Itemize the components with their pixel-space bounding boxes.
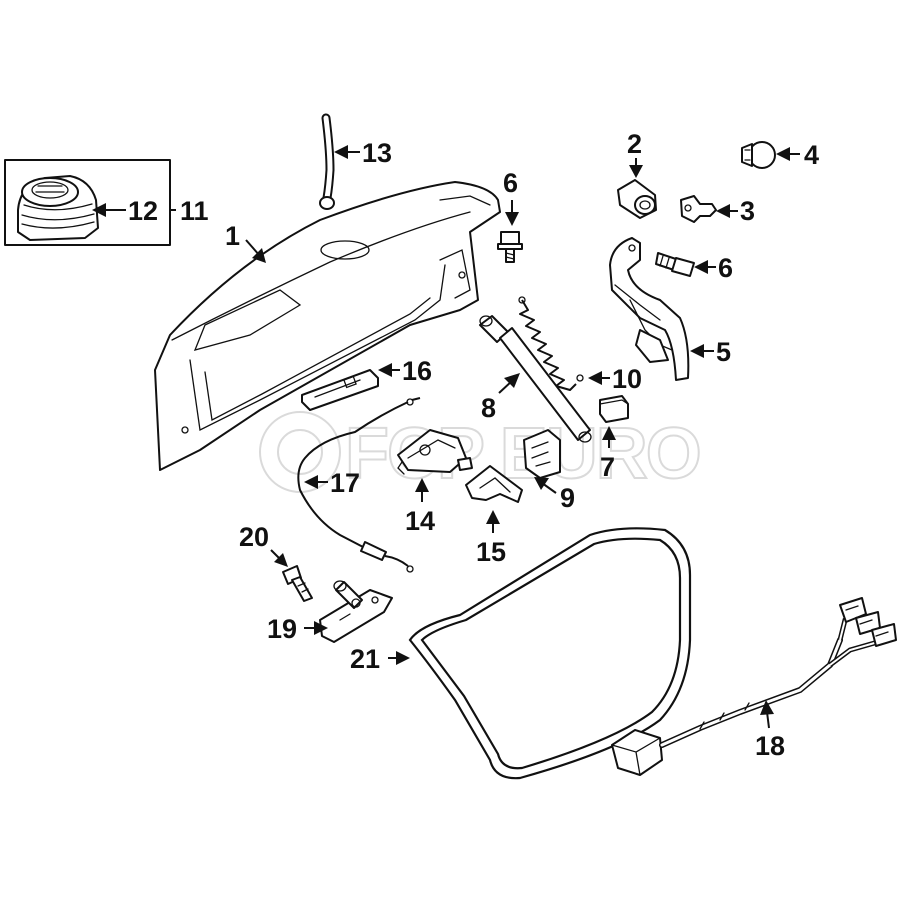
callout-21: 21 (350, 644, 380, 674)
part-13-drain-tube[interactable] (319, 113, 335, 210)
part-16-bracket[interactable] (301, 369, 379, 411)
leader-3 (716, 204, 738, 218)
callout-8: 8 (481, 393, 496, 423)
part-17-release-cable[interactable] (297, 397, 421, 573)
leader-6a (505, 200, 519, 226)
part-3-key[interactable] (680, 195, 717, 223)
leader-12 (92, 203, 126, 217)
part-15-striker-cover[interactable] (465, 465, 523, 503)
leader-9 (534, 477, 557, 494)
leader-2 (629, 158, 643, 178)
leader-15 (486, 510, 500, 533)
callout-6b: 6 (718, 253, 733, 283)
part-21-weatherstrip[interactable] (408, 527, 692, 780)
leader-18 (760, 700, 774, 729)
leader-19 (304, 621, 328, 635)
part-20-bolt[interactable] (282, 565, 313, 602)
part-8-gas-strut[interactable] (479, 315, 592, 443)
leader-20 (270, 549, 288, 567)
leader-14 (415, 478, 429, 502)
part-18-wiring-harness[interactable] (611, 597, 897, 776)
part-9-striker[interactable] (523, 429, 561, 479)
callout-17: 17 (330, 468, 360, 498)
leader-4 (776, 147, 800, 161)
part-6-bolt-top[interactable] (497, 231, 523, 263)
callout-13: 13 (362, 138, 392, 168)
callout-1: 1 (225, 221, 240, 251)
callout-18: 18 (755, 731, 785, 761)
part-12-speaker[interactable] (17, 175, 99, 241)
part-5-hinge[interactable] (609, 237, 690, 381)
callout-14: 14 (405, 506, 435, 536)
callout-12: 12 (128, 196, 158, 226)
callout-5: 5 (716, 337, 731, 367)
leader-6b (694, 260, 716, 274)
part-4-clip[interactable] (741, 141, 776, 169)
part-1-trunk-lid[interactable] (154, 181, 501, 471)
leader-1 (245, 239, 266, 263)
part-6-bolt-right[interactable] (655, 252, 695, 277)
callout-labels: 1 2 3 4 5 6 6 7 8 9 10 11 12 13 14 15 16… (128, 129, 819, 761)
leader-13 (334, 145, 360, 159)
leader-17 (304, 475, 328, 489)
callout-2: 2 (627, 129, 642, 159)
part-7-bumper[interactable] (599, 395, 629, 423)
callout-15: 15 (476, 537, 506, 567)
part-11-box[interactable] (4, 159, 176, 246)
callout-6a: 6 (503, 168, 518, 198)
leader-16 (378, 363, 400, 377)
callout-11: 11 (180, 196, 209, 226)
callout-3: 3 (740, 196, 755, 226)
part-10-spring[interactable] (518, 296, 584, 391)
callout-16: 16 (402, 356, 432, 386)
callout-10: 10 (612, 364, 642, 394)
callout-4: 4 (804, 140, 819, 170)
leader-8 (498, 373, 520, 394)
part-14-latch[interactable] (397, 429, 473, 475)
part-2-lock-cylinder[interactable] (617, 179, 657, 219)
callout-9: 9 (560, 483, 575, 513)
leader-10 (588, 371, 610, 385)
leader-7 (602, 426, 616, 448)
leader-5 (690, 344, 714, 358)
callout-20: 20 (239, 522, 269, 552)
callout-19: 19 (267, 614, 297, 644)
leader-21 (388, 651, 410, 665)
callout-7: 7 (600, 452, 615, 482)
part-19-striker-plate[interactable] (319, 580, 393, 643)
